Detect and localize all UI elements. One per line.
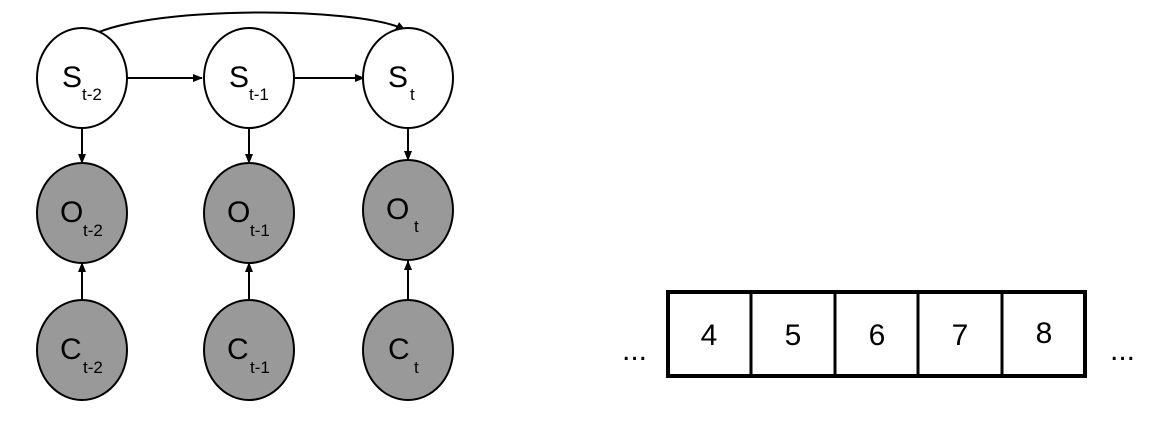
node-o-t2: O t-2 — [36, 162, 128, 264]
node-c-t: C t — [362, 299, 454, 401]
sequence-trailing-ellipsis: ... — [1110, 334, 1135, 367]
graph-nodes: S t-2 S t-1 S t O t-2 O t-1 O t — [36, 27, 454, 401]
node-s-t: S t — [362, 27, 454, 129]
graph-edges — [78, 11, 412, 299]
sequence-leading-ellipsis: ... — [622, 334, 647, 367]
node-subscript: t-1 — [250, 358, 270, 377]
node-letter: O — [386, 193, 409, 226]
sequence-cell: 8 — [1036, 317, 1053, 350]
node-letter: S — [388, 61, 408, 94]
node-letter: C — [60, 333, 82, 366]
node-letter: S — [62, 61, 82, 94]
node-o-t1: O t-1 — [203, 162, 295, 264]
node-subscript: t — [414, 358, 419, 377]
node-letter: C — [227, 333, 249, 366]
sequence-cell: 6 — [869, 319, 886, 352]
sequence-cell: 7 — [952, 319, 969, 352]
node-letter: O — [227, 196, 250, 229]
node-subscript: t-2 — [82, 85, 102, 104]
node-s-t1: S t-1 — [203, 27, 295, 129]
node-o-t: O t — [362, 159, 454, 261]
node-letter: O — [60, 196, 83, 229]
sequence-cell: 4 — [701, 319, 718, 352]
node-letter: C — [388, 333, 410, 366]
node-letter: S — [229, 61, 249, 94]
node-subscript: t — [410, 85, 415, 104]
node-subscript: t-2 — [83, 358, 103, 377]
edge-s-t2-to-s-t — [81, 11, 406, 43]
node-c-t2: C t-2 — [36, 299, 128, 401]
node-subscript: t-2 — [83, 221, 103, 240]
sequence-strip: ... 4 5 6 7 8 ... — [622, 290, 1135, 378]
sequence-cell: 5 — [785, 319, 802, 352]
node-c-t1: C t-1 — [203, 299, 295, 401]
node-subscript: t-1 — [249, 85, 269, 104]
node-s-t2: S t-2 — [36, 27, 128, 129]
node-subscript: t — [414, 217, 419, 236]
sequence-frame — [666, 290, 1087, 378]
node-subscript: t-1 — [250, 221, 270, 240]
